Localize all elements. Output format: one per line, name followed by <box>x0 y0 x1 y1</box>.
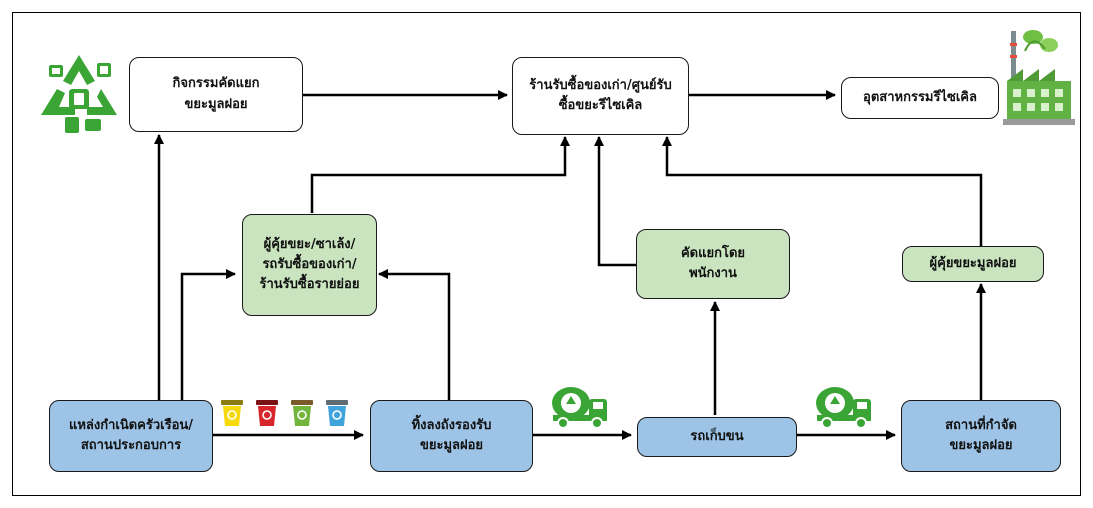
box-buyback-center: ร้านรับซื้อของเก่า/ศูนย์รับ ซื้อขยะรีไซเ… <box>512 57 689 135</box>
red-bin-icon <box>256 400 278 426</box>
factory-icon <box>1003 30 1075 125</box>
box-disposal-bins: ทิ้งลงถังรองรับ ขยะมูลฝอย <box>370 400 533 472</box>
garbage-truck-icon <box>552 387 607 429</box>
box-staff-sorting-line-2: พนักงาน <box>689 266 737 281</box>
box-collectors: ผู้คุ้ยขยะ/ซาเล้ง/ รถรับซื้อของเก่า/ ร้า… <box>242 214 377 316</box>
box-sorting-line-1: กิจกรรมคัดแยก <box>172 76 260 92</box>
arrow-households-to-collectors <box>180 269 236 401</box>
box-industry-line-1: อุตสาหกรรมรีไซเคิล <box>863 89 977 105</box>
box-recycling-industry: อุตสาหกรรมรีไซเคิล <box>841 77 999 119</box>
box-waste-pickers: ผู้คุ้ยขยะมูลฝอย <box>902 246 1044 282</box>
diagram-frame: กิจกรรมคัดแยก ขยะมูลฝอย ร้านรับซื้อของเก… <box>12 12 1081 496</box>
box-buyback-line-1: ร้านรับซื้อของเก่า/ศูนย์รับ <box>529 77 672 93</box>
box-buyback-line-2: ซื้อขยะรีไซเคิล <box>558 98 643 113</box>
box-sorting-activity: กิจกรรมคัดแยก ขยะมูลฝอย <box>129 57 303 132</box>
arrow-bins-to-collectors <box>378 269 451 401</box>
box-disposal-site: สถานที่กำจัด ขยะมูลฝอย <box>901 400 1061 472</box>
box-bins-line-2: ขยะมูลฝอย <box>419 438 484 453</box>
connectors <box>154 90 986 440</box>
arrow-waste-pickers-to-buyback <box>662 136 983 247</box>
box-bins-line-1: ทิ้งลงถังรองรับ <box>411 417 492 433</box>
box-staff-sorting-line-1: คัดแยกโดย <box>680 245 746 261</box>
box-collection-truck: รถเก็บขน <box>637 417 797 457</box>
blue-bin-icon <box>326 400 348 426</box>
green-bin-icon <box>291 400 313 426</box>
box-sorting-line-2: ขยะมูลฝอย <box>184 96 248 112</box>
arrow-staff-sorting-to-buyback <box>594 136 636 267</box>
box-households-line-1: แหล่งกำเนิดครัวเรือน/ <box>68 417 194 433</box>
box-collectors-line-3: ร้านรับซื้อรายย่อย <box>259 277 360 293</box>
garbage-truck-icon <box>816 387 871 429</box>
box-truck-line-1: รถเก็บขน <box>690 428 744 444</box>
arrow-collectors-to-buyback <box>310 136 570 213</box>
box-households-line-2: สถานประกอบการ <box>80 438 182 453</box>
box-collectors-line-2: รถรับซื้อของเก่า/ <box>262 256 357 272</box>
box-waste-pickers-line-1: ผู้คุ้ยขยะมูลฝอย <box>929 255 1017 271</box>
box-disposal-line-2: ขยะมูลฝอย <box>949 438 1013 453</box>
yellow-bin-icon <box>221 400 243 426</box>
box-staff-sorting: คัดแยกโดย พนักงาน <box>636 229 790 299</box>
box-disposal-line-1: สถานที่กำจัด <box>945 417 1017 433</box>
recycle-collage-icon <box>41 55 117 133</box>
box-households: แหล่งกำเนิดครัวเรือน/ สถานประกอบการ <box>49 400 213 472</box>
box-collectors-line-1: ผู้คุ้ยขยะ/ซาเล้ง/ <box>263 236 356 252</box>
